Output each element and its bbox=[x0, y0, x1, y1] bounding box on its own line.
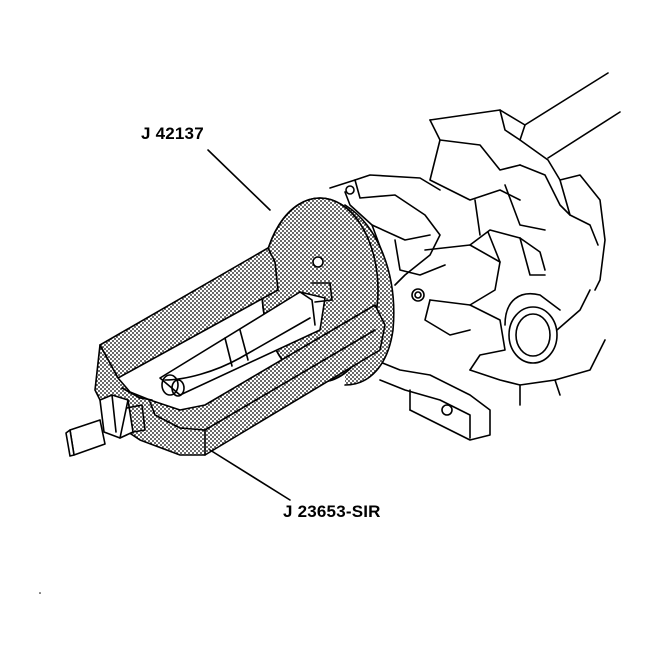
leader-line-upper bbox=[207, 149, 271, 211]
leader-line-lower bbox=[209, 449, 291, 501]
callout-label-upper: J 42137 bbox=[141, 124, 204, 143]
deploy-tool-frame-j23653 bbox=[65, 247, 386, 457]
callout-label-lower: J 23653-SIR bbox=[283, 502, 381, 521]
